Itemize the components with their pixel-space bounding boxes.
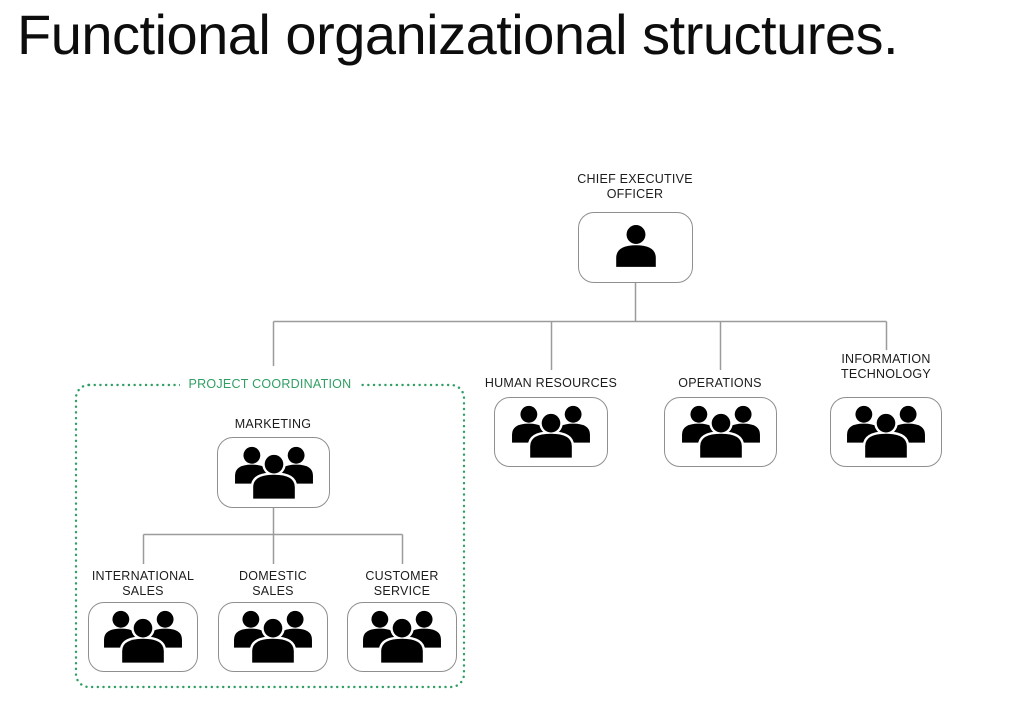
ceo-label-line1: CHIEF EXECUTIVE (577, 172, 693, 186)
international-sales-node-box (88, 602, 198, 672)
project-coordination-frame (74, 383, 466, 689)
customer-service-label: CUSTOMER SERVICE (317, 569, 487, 599)
domestic-sales-node-box (218, 602, 328, 672)
customer-service-label-line1: CUSTOMER (365, 569, 439, 583)
operations-node-box (664, 397, 777, 467)
project-coordination-label-text: PROJECT COORDINATION (179, 377, 361, 392)
people-group-icon (225, 442, 323, 504)
human-resources-node-box (494, 397, 608, 467)
customer-service-label-line2: SERVICE (373, 584, 431, 598)
customer-service-node-box (347, 602, 457, 672)
people-group-icon (502, 401, 600, 463)
information-technology-node-box (830, 397, 942, 467)
human-resources-label-line1: HUMAN RESOURCES (484, 376, 618, 390)
people-group-icon (672, 401, 770, 463)
domestic-sales-label-line2: SALES (252, 584, 294, 598)
people-group-icon (94, 606, 192, 668)
information-technology-label-line2: TECHNOLOGY (840, 367, 931, 381)
marketing-label: MARKETING (188, 417, 358, 432)
diagram-title: Functional organizational structures. (17, 3, 899, 66)
people-group-icon (353, 606, 451, 668)
ceo-node-box (578, 212, 693, 283)
marketing-node-box (217, 437, 330, 508)
international-sales-label-line1: INTERNATIONAL (91, 569, 195, 583)
information-technology-label: INFORMATION TECHNOLOGY (801, 352, 971, 382)
operations-label-line1: OPERATIONS (678, 376, 762, 390)
project-coordination-label: PROJECT COORDINATION (74, 377, 466, 392)
domestic-sales-label: DOMESTIC SALES (188, 569, 358, 599)
people-group-icon (224, 606, 322, 668)
information-technology-label-line1: INFORMATION (841, 352, 931, 366)
ceo-label: CHIEF EXECUTIVE OFFICER (550, 172, 720, 202)
international-sales-label: INTERNATIONAL SALES (58, 569, 228, 599)
human-resources-label: HUMAN RESOURCES (466, 376, 636, 391)
ceo-label-line2: OFFICER (606, 187, 664, 201)
domestic-sales-label-line1: DOMESTIC (239, 569, 307, 583)
operations-label: OPERATIONS (635, 376, 805, 391)
people-group-icon (837, 401, 935, 463)
single-person-icon (615, 224, 656, 267)
international-sales-label-line2: SALES (122, 584, 164, 598)
marketing-label-line1: MARKETING (234, 417, 312, 431)
